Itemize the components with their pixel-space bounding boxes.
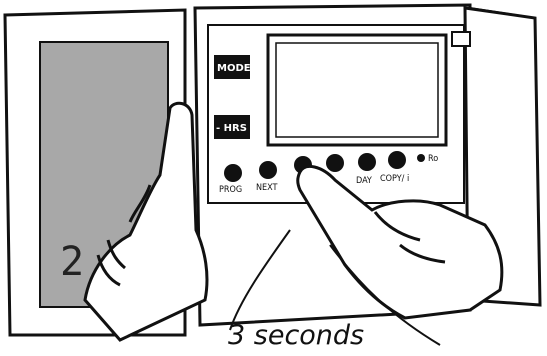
lcd-screen-right (268, 35, 446, 145)
svg-text:NEXT: NEXT (256, 183, 278, 193)
svg-text:Ro: Ro (428, 154, 438, 164)
mode-button[interactable]: MODE (214, 55, 251, 79)
caption: 3 seconds (228, 320, 364, 351)
svg-text:MODE: MODE (217, 63, 251, 74)
button-4[interactable] (326, 154, 344, 172)
lcd-readout: 2 (60, 239, 84, 285)
hrs-button[interactable]: - HRS (214, 115, 250, 139)
svg-text:DAY: DAY (356, 176, 372, 186)
svg-text:- HRS: - HRS (216, 123, 247, 134)
svg-text:COPY/ i: COPY/ i (380, 174, 409, 184)
svg-text:PROG: PROG (219, 185, 242, 195)
